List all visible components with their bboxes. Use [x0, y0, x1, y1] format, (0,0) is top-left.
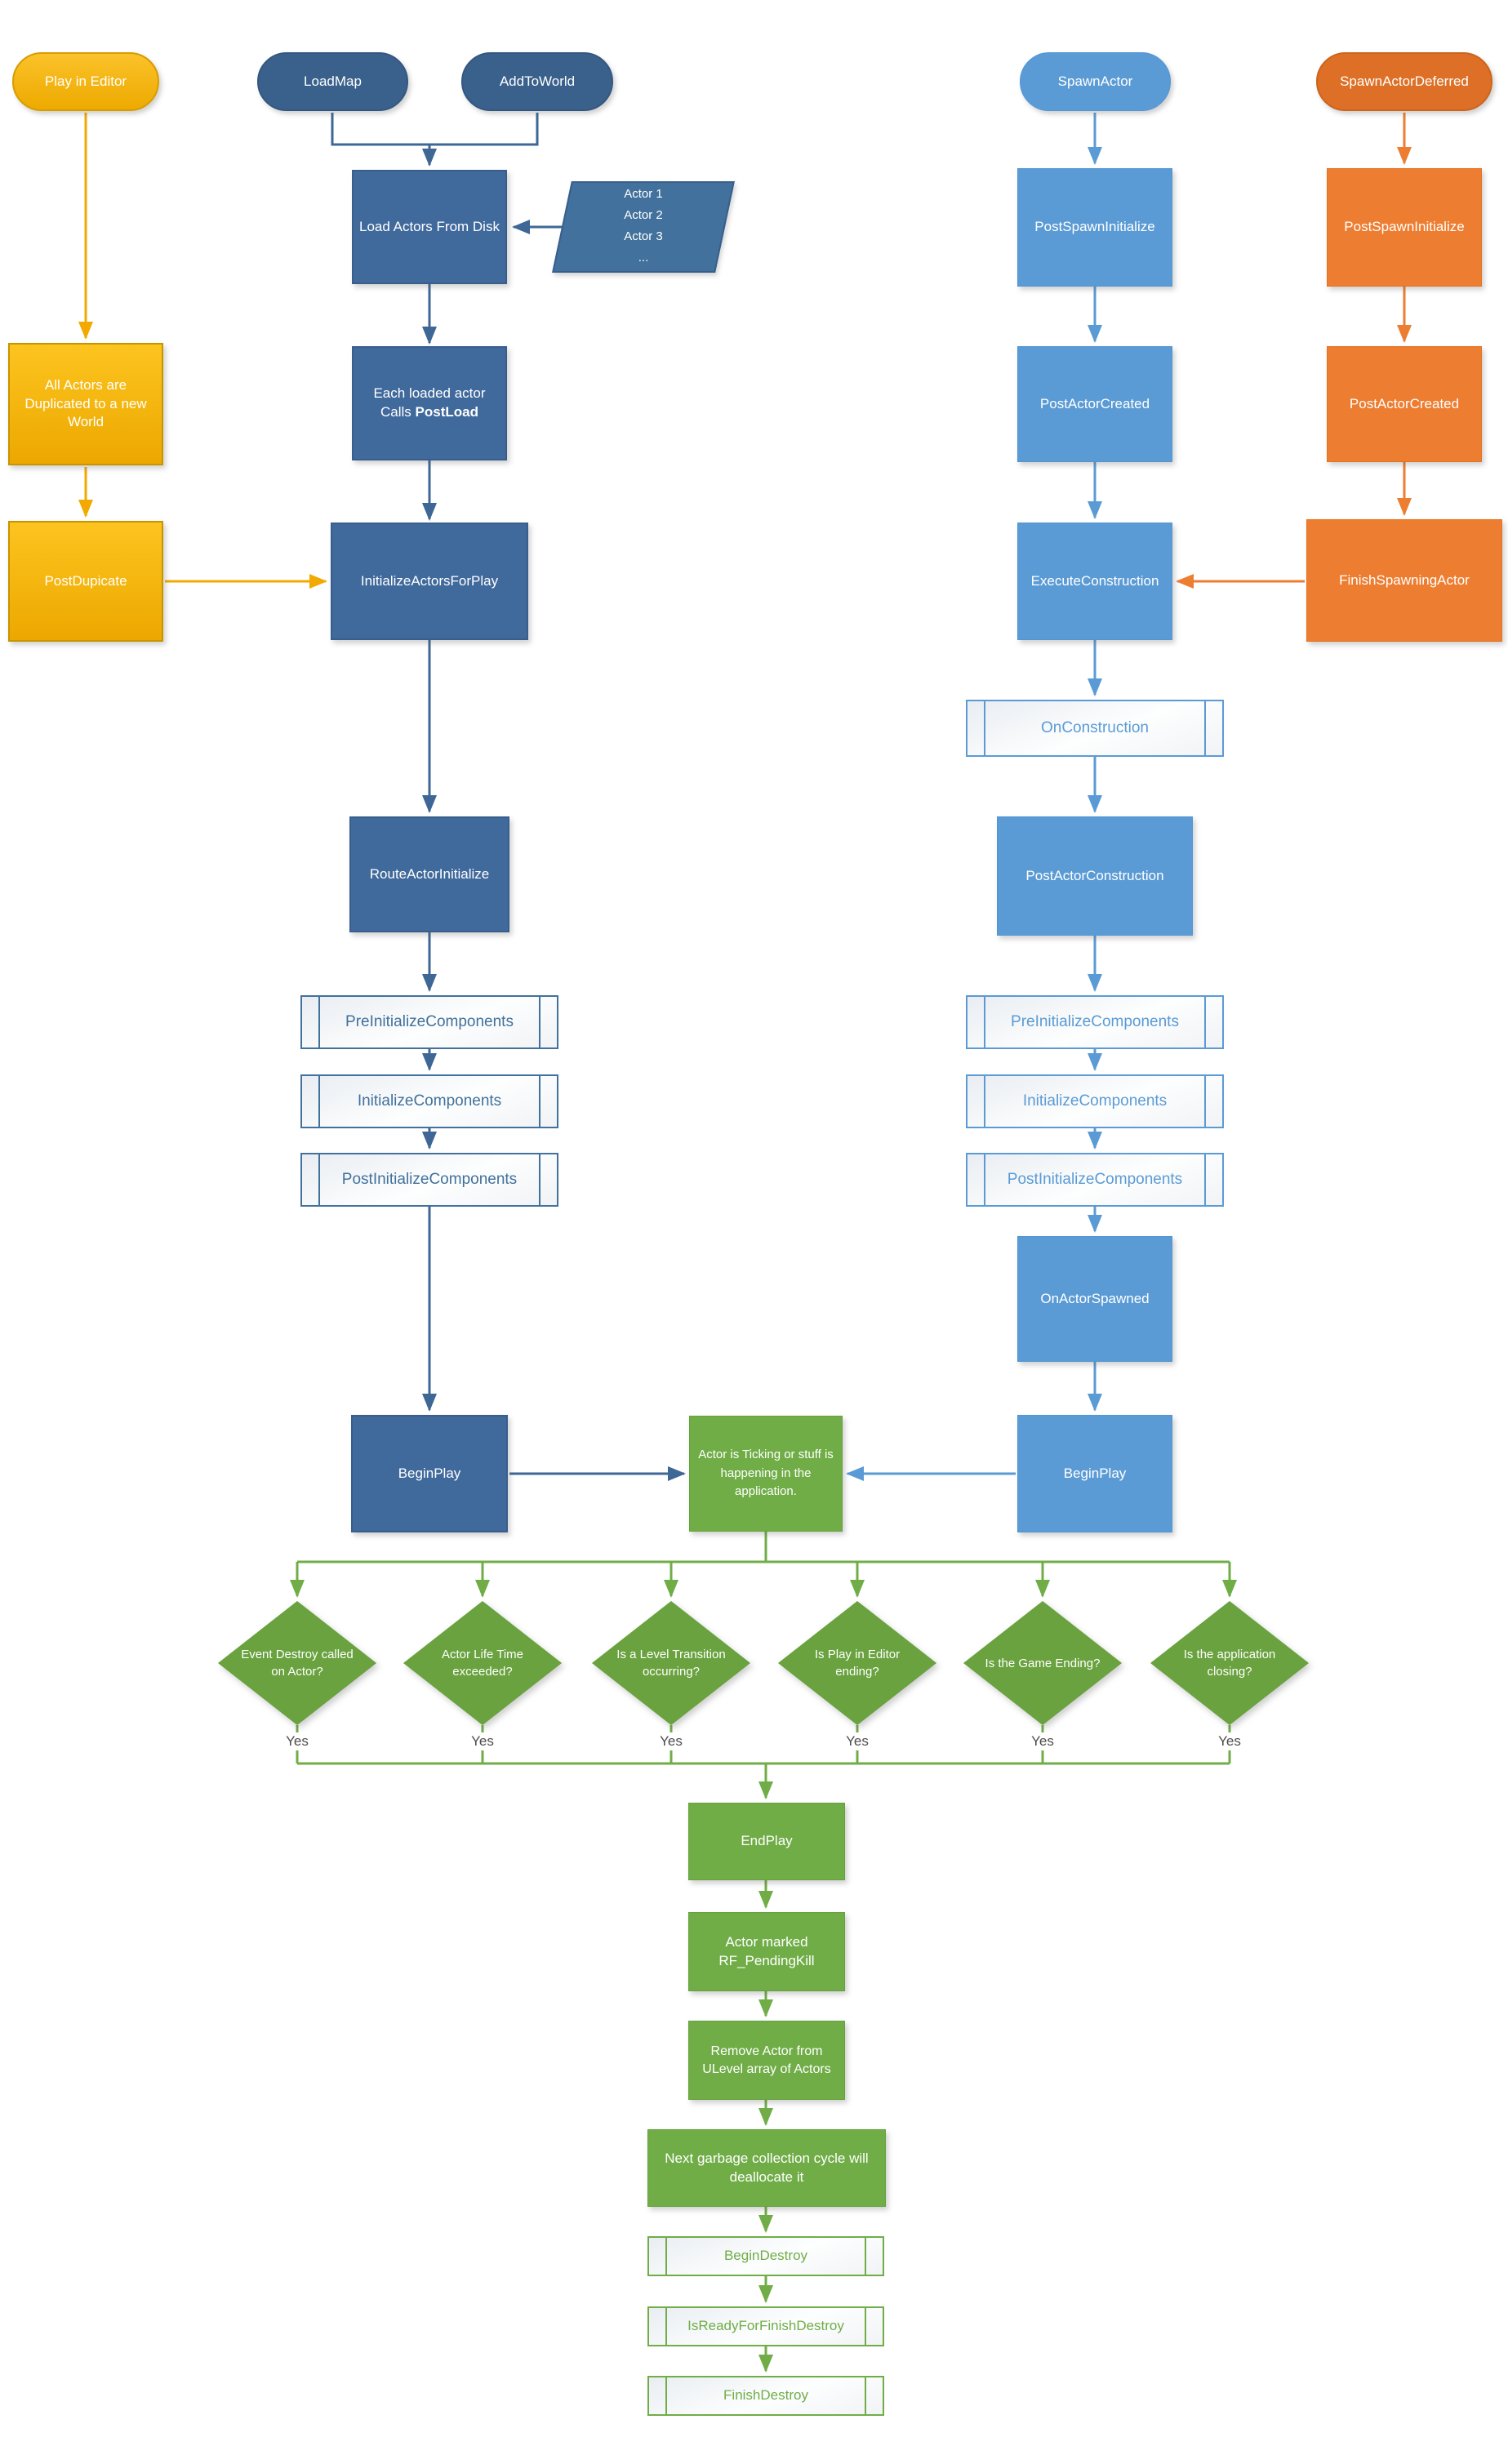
- node-post-actor-created-blue: PostActorCreated: [1017, 346, 1172, 462]
- node-spawn-actor: SpawnActor: [1020, 52, 1171, 111]
- node-end-play: EndPlay: [688, 1803, 845, 1880]
- node-begin-play-left: BeginPlay: [351, 1415, 508, 1532]
- connectors-green: [290, 1532, 1237, 2373]
- node-actor-list: Actor 1 Actor 2 Actor 3 ...: [552, 181, 735, 273]
- connectors-light-blue: [846, 113, 1102, 1481]
- decision-level-transition: Is a Level Transition occurring?: [592, 1601, 750, 1725]
- yes-label: Yes: [841, 1732, 874, 1750]
- decision-game-ending: Is the Game Ending?: [963, 1601, 1122, 1725]
- node-remove-actor-from-ulevel: Remove Actor from ULevel array of Actors: [688, 2021, 845, 2100]
- connectors-gold: [78, 113, 327, 589]
- node-load-map: LoadMap: [257, 52, 408, 111]
- connectors-orange: [1176, 113, 1412, 589]
- node-post-actor-created-orange: PostActorCreated: [1327, 346, 1482, 462]
- node-initialize-components-left: InitializeComponents: [300, 1074, 558, 1128]
- actor-list-item: Actor 2: [624, 208, 663, 222]
- node-begin-destroy: BeginDestroy: [647, 2236, 884, 2276]
- node-post-spawn-initialize-orange: PostSpawnInitialize: [1327, 168, 1482, 287]
- node-spawn-actor-deferred: SpawnActorDeferred: [1316, 52, 1492, 111]
- node-play-in-editor: Play in Editor: [12, 52, 159, 111]
- node-execute-construction: ExecuteConstruction: [1017, 523, 1172, 640]
- node-pre-initialize-components-right: PreInitializeComponents: [966, 995, 1224, 1049]
- node-add-to-world: AddToWorld: [461, 52, 613, 111]
- each-loaded-actor-line1: Each loaded actor: [373, 385, 486, 402]
- node-on-actor-spawned: OnActorSpawned: [1017, 1236, 1172, 1362]
- decision-actor-lifetime: Actor Life Time exceeded?: [403, 1601, 562, 1725]
- node-post-initialize-components-left: PostInitializeComponents: [300, 1153, 558, 1207]
- node-each-loaded-actor: Each loaded actor Calls PostLoad: [352, 346, 507, 460]
- node-post-dupicate: PostDupicate: [8, 521, 163, 642]
- connectors-dark-blue: [331, 113, 686, 1481]
- decision-application-closing: Is the application closing?: [1150, 1601, 1309, 1725]
- yes-label: Yes: [655, 1732, 687, 1750]
- node-begin-play-right: BeginPlay: [1017, 1415, 1172, 1532]
- node-actor-marked-pending-kill: Actor marked RF_PendingKill: [688, 1912, 845, 1991]
- node-route-actor-initialize: RouteActorInitialize: [349, 816, 509, 932]
- node-is-ready-for-finish-destroy: IsReadyForFinishDestroy: [647, 2306, 884, 2346]
- actor-list-item: Actor 1: [624, 187, 663, 201]
- node-on-construction: OnConstruction: [966, 700, 1224, 757]
- node-finish-spawning-actor: FinishSpawningActor: [1306, 519, 1502, 642]
- each-loaded-actor-line2: Calls PostLoad: [380, 404, 478, 420]
- node-finish-destroy: FinishDestroy: [647, 2376, 884, 2416]
- yes-label: Yes: [281, 1732, 314, 1750]
- node-initialize-actors-for-play: InitializeActorsForPlay: [331, 523, 528, 640]
- yes-label: Yes: [1213, 1732, 1246, 1750]
- yes-label: Yes: [1026, 1732, 1059, 1750]
- decision-pie-ending: Is Play in Editor ending?: [778, 1601, 936, 1725]
- decision-event-destroy: Event Destroy called on Actor?: [218, 1601, 376, 1725]
- node-load-actors-from-disk: Load Actors From Disk: [352, 170, 507, 284]
- node-all-actors-duplicated: All Actors are Duplicated to a new World: [8, 343, 163, 465]
- node-initialize-components-right: InitializeComponents: [966, 1074, 1224, 1128]
- actor-list-item: Actor 3: [624, 229, 663, 243]
- node-next-garbage-collection: Next garbage collection cycle will deall…: [647, 2129, 886, 2207]
- node-post-actor-construction: PostActorConstruction: [997, 816, 1193, 936]
- yes-label: Yes: [466, 1732, 499, 1750]
- node-pre-initialize-components-left: PreInitializeComponents: [300, 995, 558, 1049]
- node-actor-ticking: Actor is Ticking or stuff is happening i…: [689, 1416, 843, 1532]
- node-post-spawn-initialize-blue: PostSpawnInitialize: [1017, 168, 1172, 287]
- actor-list-item: ...: [638, 251, 649, 265]
- node-post-initialize-components-right: PostInitializeComponents: [966, 1153, 1224, 1207]
